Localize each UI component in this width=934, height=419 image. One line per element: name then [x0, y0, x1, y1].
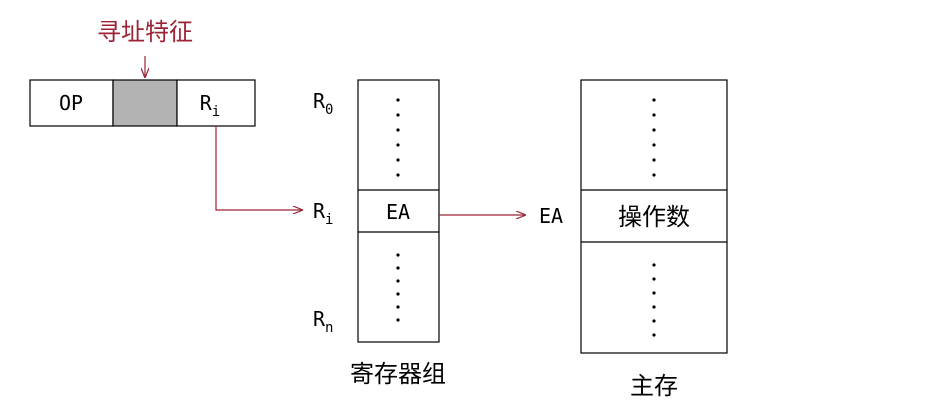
- register-label-ri: Ri: [313, 199, 333, 228]
- register-lower-ellipsis: [396, 253, 400, 322]
- register-field: [176, 79, 256, 127]
- register-group: R0 Ri Rn EA 寄存器组: [313, 79, 446, 388]
- instruction-word: 寻址特征 OP Ri: [29, 18, 256, 127]
- register-ea-cell: EA: [386, 200, 410, 224]
- addressing-feature-field: [112, 79, 178, 127]
- register-field-label: Ri: [200, 91, 220, 120]
- register-group-caption: 寄存器组: [350, 360, 446, 388]
- register-select-arrow: [215, 126, 302, 210]
- main-memory: EA 操作数 主存: [539, 79, 728, 400]
- memory-ea-label: EA: [539, 204, 563, 228]
- memory-upper-ellipsis: [652, 98, 656, 177]
- register-group-box: [357, 79, 440, 343]
- operand-cell: 操作数: [618, 203, 690, 231]
- main-memory-caption: 主存: [630, 372, 678, 400]
- register-upper-ellipsis: [396, 98, 400, 177]
- register-label-rn: Rn: [313, 307, 333, 336]
- memory-lower-ellipsis: [652, 263, 656, 337]
- register-label-r0: R0: [313, 89, 333, 118]
- addressing-feature-label: 寻址特征: [97, 18, 193, 46]
- op-label: OP: [59, 91, 83, 115]
